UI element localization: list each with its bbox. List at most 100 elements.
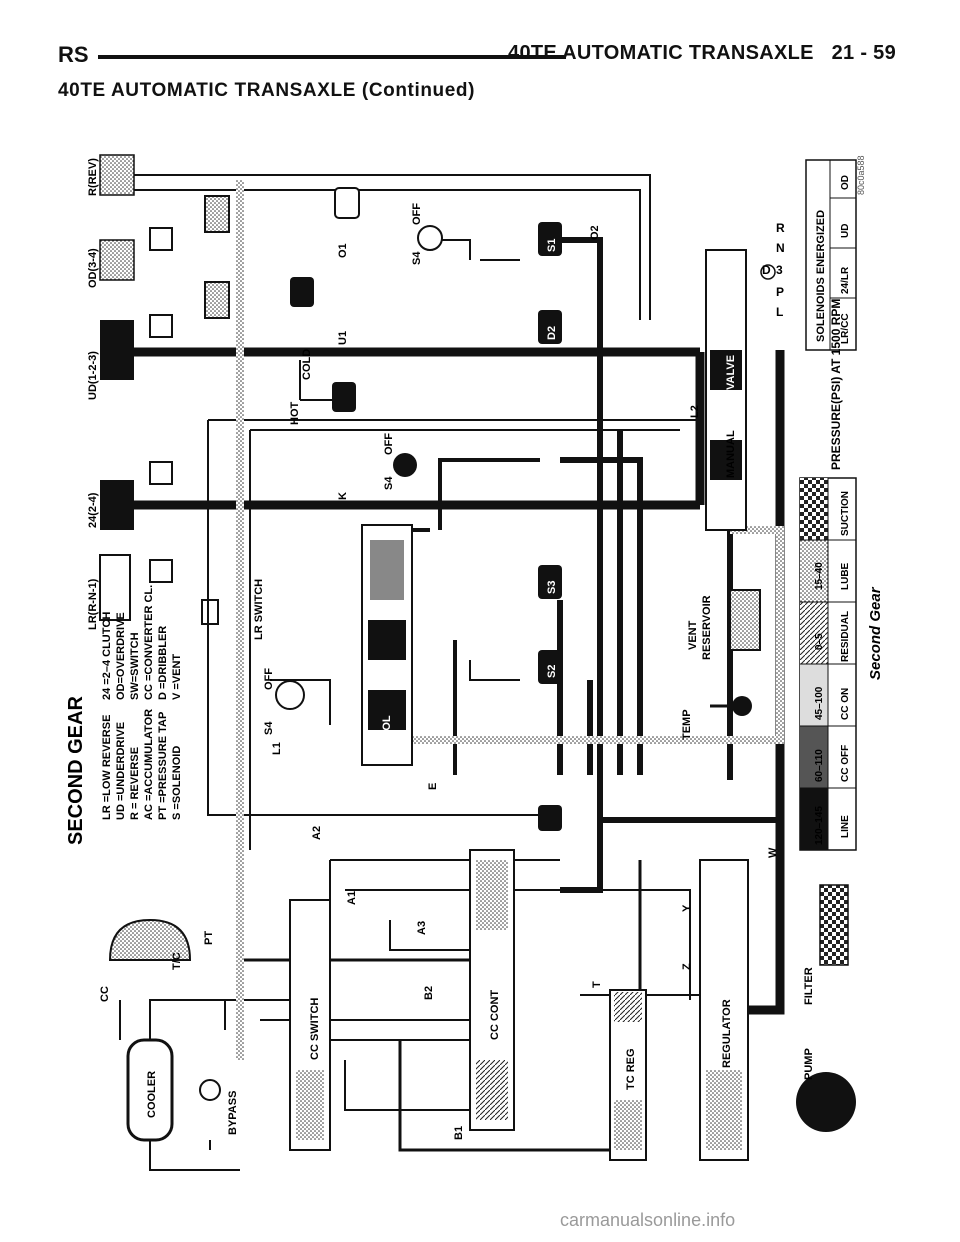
lbl-pt: PT bbox=[203, 931, 215, 945]
legend-0: LR =LOW REVERSE bbox=[101, 715, 113, 820]
ref-code: 80c0a588 bbox=[856, 155, 866, 195]
label-regulator: REGULATOR bbox=[721, 999, 733, 1068]
clutch-24: 24(2-4) bbox=[87, 480, 134, 530]
pt-range-2: 45–100 bbox=[814, 686, 825, 720]
label-sol: SOL bbox=[381, 715, 393, 738]
label-ud-clutch: UD(1-2-3) bbox=[87, 351, 99, 400]
clutch-lr: LR(R-N-1) bbox=[87, 554, 131, 630]
label-bypass: BYPASS bbox=[227, 1091, 239, 1135]
manual-valve: MANUAL VALVE bbox=[705, 249, 776, 531]
lbl-e: E bbox=[427, 783, 439, 790]
diagram-caption: Second Gear bbox=[867, 586, 884, 680]
pt-name-3: RESIDUAL bbox=[840, 611, 851, 662]
vent-reservoir: VENT RESERVOIR bbox=[687, 589, 761, 660]
legend-3: AC =ACCUMULATOR bbox=[143, 709, 155, 820]
pt-name-5: SUCTION bbox=[840, 491, 851, 536]
legend-4: PT =PRESSURE TAP bbox=[157, 712, 169, 820]
pt-title: PRESSURE(PSI) AT 1500 RPM bbox=[829, 299, 843, 470]
label-temp: TEMP bbox=[681, 709, 693, 740]
filter: FILTER bbox=[803, 884, 849, 1005]
page-subtitle: 40TE AUTOMATIC TRANSAXLE (Continued) bbox=[58, 80, 476, 101]
label-tc: T/C bbox=[171, 952, 183, 970]
legend-5: S =SOLENOID bbox=[171, 746, 183, 820]
hydraulic-lines bbox=[118, 174, 785, 1171]
label-lr-switch: LR SWITCH bbox=[253, 579, 265, 640]
label-rev-clutch: R(REV) bbox=[87, 158, 99, 196]
lbl-u1: U1 bbox=[337, 331, 349, 345]
tc-regulator-valve: TC REG bbox=[609, 989, 647, 1161]
lbl-on-2: OFF bbox=[383, 433, 395, 455]
lbl-l2: L2 bbox=[689, 405, 701, 418]
cc-control-valve: CC CONT bbox=[469, 849, 515, 1131]
clutch-rev: R(REV) bbox=[87, 154, 135, 196]
solenoids bbox=[275, 187, 562, 831]
pressure-regulator-valve: REGULATOR bbox=[699, 859, 749, 1161]
label-24-clutch: 24(2-4) bbox=[87, 492, 99, 528]
clutch-ud: UD(1-2-3) bbox=[87, 320, 134, 400]
lbl-k: K bbox=[337, 492, 349, 500]
lbl-s4: S3 bbox=[546, 581, 558, 594]
pt-name-4: LUBE bbox=[840, 562, 851, 590]
pt-name-0: LINE bbox=[840, 815, 851, 838]
lbl-cold: COLD bbox=[301, 349, 313, 380]
pressure-legend-table: 120–145 LINE 60–110 CC OFF 45–100 CC ON … bbox=[799, 299, 857, 851]
st-h1: 24/LR bbox=[840, 266, 851, 294]
pt-name-1: CC OFF bbox=[840, 745, 851, 782]
legend-9: CC =CONVERTER CL. bbox=[143, 585, 155, 700]
solenoid-energized-table: SOLENOIDS ENERGIZED LR/CC 24/LR UD OD 80… bbox=[805, 155, 866, 351]
legend-11: V =VENT bbox=[171, 654, 183, 700]
diagram-title: SECOND GEAR bbox=[65, 696, 87, 845]
gear-n: N bbox=[776, 241, 785, 255]
st-title: SOLENOIDS ENERGIZED bbox=[815, 210, 827, 342]
section-code: RS bbox=[58, 42, 89, 67]
lbl-t: T bbox=[591, 981, 603, 988]
lbl-y: Y bbox=[681, 904, 693, 912]
gear-l: L bbox=[776, 305, 783, 319]
label-vent: VENT bbox=[687, 620, 699, 650]
legend-7: OD=OVERDRIVE bbox=[115, 612, 127, 700]
lbl-s1: D2 bbox=[546, 326, 558, 340]
pt-range-3: 0–5 bbox=[814, 633, 825, 650]
section-title: 40TE AUTOMATIC TRANSAXLE bbox=[508, 42, 814, 64]
legend-6: 24 =2–4 CLUTCH bbox=[101, 612, 113, 700]
lbl-off-3: S4 bbox=[411, 251, 423, 265]
label-filter: FILTER bbox=[803, 967, 815, 1005]
label-manual: MANUAL bbox=[725, 430, 737, 478]
accumulators bbox=[149, 227, 173, 583]
lbl-z: Z bbox=[681, 963, 693, 970]
lbl-a2: A2 bbox=[311, 826, 323, 840]
lbl-off-1: S4 bbox=[263, 721, 275, 735]
lbl-hot: HOT bbox=[289, 402, 301, 426]
lbl-l1: L1 bbox=[271, 742, 283, 755]
st-h2: UD bbox=[840, 224, 851, 238]
gear-p: P bbox=[776, 285, 784, 299]
lbl-w: W bbox=[767, 847, 779, 858]
lbl-on-3: OFF bbox=[411, 203, 423, 225]
label-reservoir: RESERVOIR bbox=[701, 595, 713, 660]
gear-d: D bbox=[762, 263, 771, 277]
dribblers bbox=[201, 195, 230, 625]
clutch-od: OD(3-4) bbox=[87, 239, 135, 288]
page-header: RS 40TE AUTOMATIC TRANSAXLE 21 - 59 bbox=[58, 38, 896, 78]
bypass-valve: BYPASS bbox=[199, 1079, 239, 1135]
pt-range-1: 60–110 bbox=[814, 749, 825, 782]
st-h3: OD bbox=[840, 175, 851, 190]
header-rule bbox=[98, 55, 566, 59]
solenoid-switch-valve: SOL SW LR SWITCH bbox=[253, 524, 413, 766]
page-number: 21 - 59 bbox=[831, 42, 896, 64]
lbl-on-1: OFF bbox=[263, 668, 275, 690]
lbl-b2: B2 bbox=[423, 986, 435, 1000]
label-od-clutch: OD(3-4) bbox=[87, 248, 99, 288]
temp-sensor: TEMP bbox=[681, 696, 752, 740]
label-cc: CC bbox=[99, 986, 111, 1002]
gear-3: 3 bbox=[776, 263, 783, 277]
lbl-b1: B1 bbox=[453, 1126, 465, 1140]
label-cc-cont: CC CONT bbox=[489, 990, 501, 1040]
pt-name-2: CC ON bbox=[840, 688, 851, 720]
label-sw: SW bbox=[381, 662, 393, 680]
pt-range-4: 15–40 bbox=[814, 562, 825, 590]
lbl-o1: O1 bbox=[337, 243, 349, 258]
lbl-a1: A1 bbox=[346, 891, 358, 905]
cc-switch-valve: CC SWITCH bbox=[289, 899, 331, 1151]
